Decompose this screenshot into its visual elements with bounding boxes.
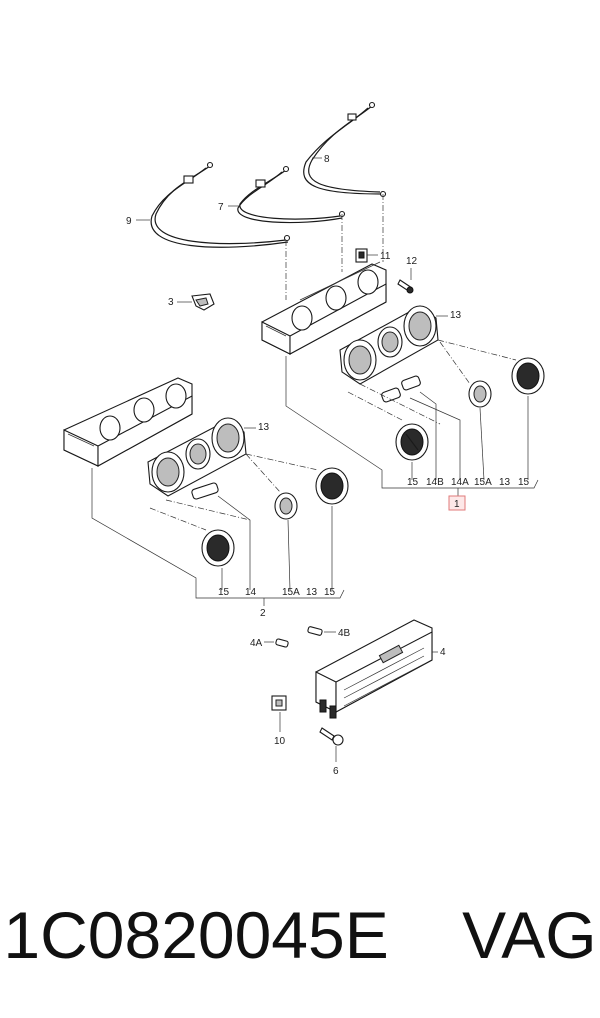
cable-9 (150, 161, 291, 248)
label-11: 11 (380, 251, 391, 262)
lower-bezel-13 (147, 417, 247, 497)
upper-knob-15-left (395, 423, 429, 461)
label-15-upper-b: 15 (518, 477, 530, 488)
lower-knob-15-left (201, 529, 235, 567)
upper-button-14b (381, 387, 401, 403)
label-15-lower-b: 15 (324, 587, 336, 598)
label-15-upper-a: 15 (407, 477, 419, 488)
control-unit-4 (315, 619, 438, 719)
label-4: 4 (440, 647, 446, 658)
label-15-lower-a: 15 (218, 587, 230, 598)
lower-button-14 (191, 482, 219, 500)
label-14: 14 (245, 587, 257, 598)
screw-6 (319, 727, 344, 762)
upper-bezel-13 (339, 305, 439, 385)
label-15a-lower: 15A (282, 587, 300, 598)
label-2: 2 (260, 608, 266, 619)
lower-knob-15-right (315, 467, 349, 505)
clip-10 (271, 695, 287, 732)
bulb-4b (307, 626, 336, 636)
clip-11 (355, 248, 368, 263)
upper-button-14a (401, 375, 421, 391)
label-4b: 4B (338, 628, 351, 639)
part-number-caption: 1C0820045E VAG (3, 898, 597, 972)
label-9: 9 (126, 216, 132, 227)
label-3: 3 (168, 297, 174, 308)
label-10: 10 (274, 736, 286, 747)
cable-7 (237, 165, 346, 224)
highlight-box (448, 495, 466, 511)
upper-knob-15a (468, 380, 492, 408)
lower-knob-15a (274, 492, 298, 520)
label-13-upper: 13 (450, 310, 462, 321)
label-4a: 4A (250, 638, 263, 649)
label-14a: 14A (451, 477, 469, 488)
bulb-4a (264, 638, 289, 648)
exploded-parts-diagram: 8 7 9 11 12 3 13 13 15 14B 14A 15A 13 15… (63, 101, 545, 777)
footer: 1C0820045E VAG (0, 880, 600, 990)
label-7: 7 (218, 202, 224, 213)
label-13-lower: 13 (258, 422, 270, 433)
label-12: 12 (406, 256, 418, 267)
cable-8 (303, 101, 387, 198)
label-15a-upper: 15A (474, 477, 492, 488)
label-13-lower-row: 13 (306, 587, 318, 598)
label-6: 6 (333, 766, 339, 777)
lower-panel-housing (63, 377, 193, 467)
label-8: 8 (324, 154, 330, 165)
upper-panel-housing (261, 261, 387, 355)
clip-3 (191, 293, 215, 311)
upper-knob-15-right (511, 357, 545, 395)
screw-12 (397, 279, 414, 294)
label-14b: 14B (426, 477, 444, 488)
label-13-upper-row: 13 (499, 477, 511, 488)
label-1: 1 (454, 499, 460, 510)
